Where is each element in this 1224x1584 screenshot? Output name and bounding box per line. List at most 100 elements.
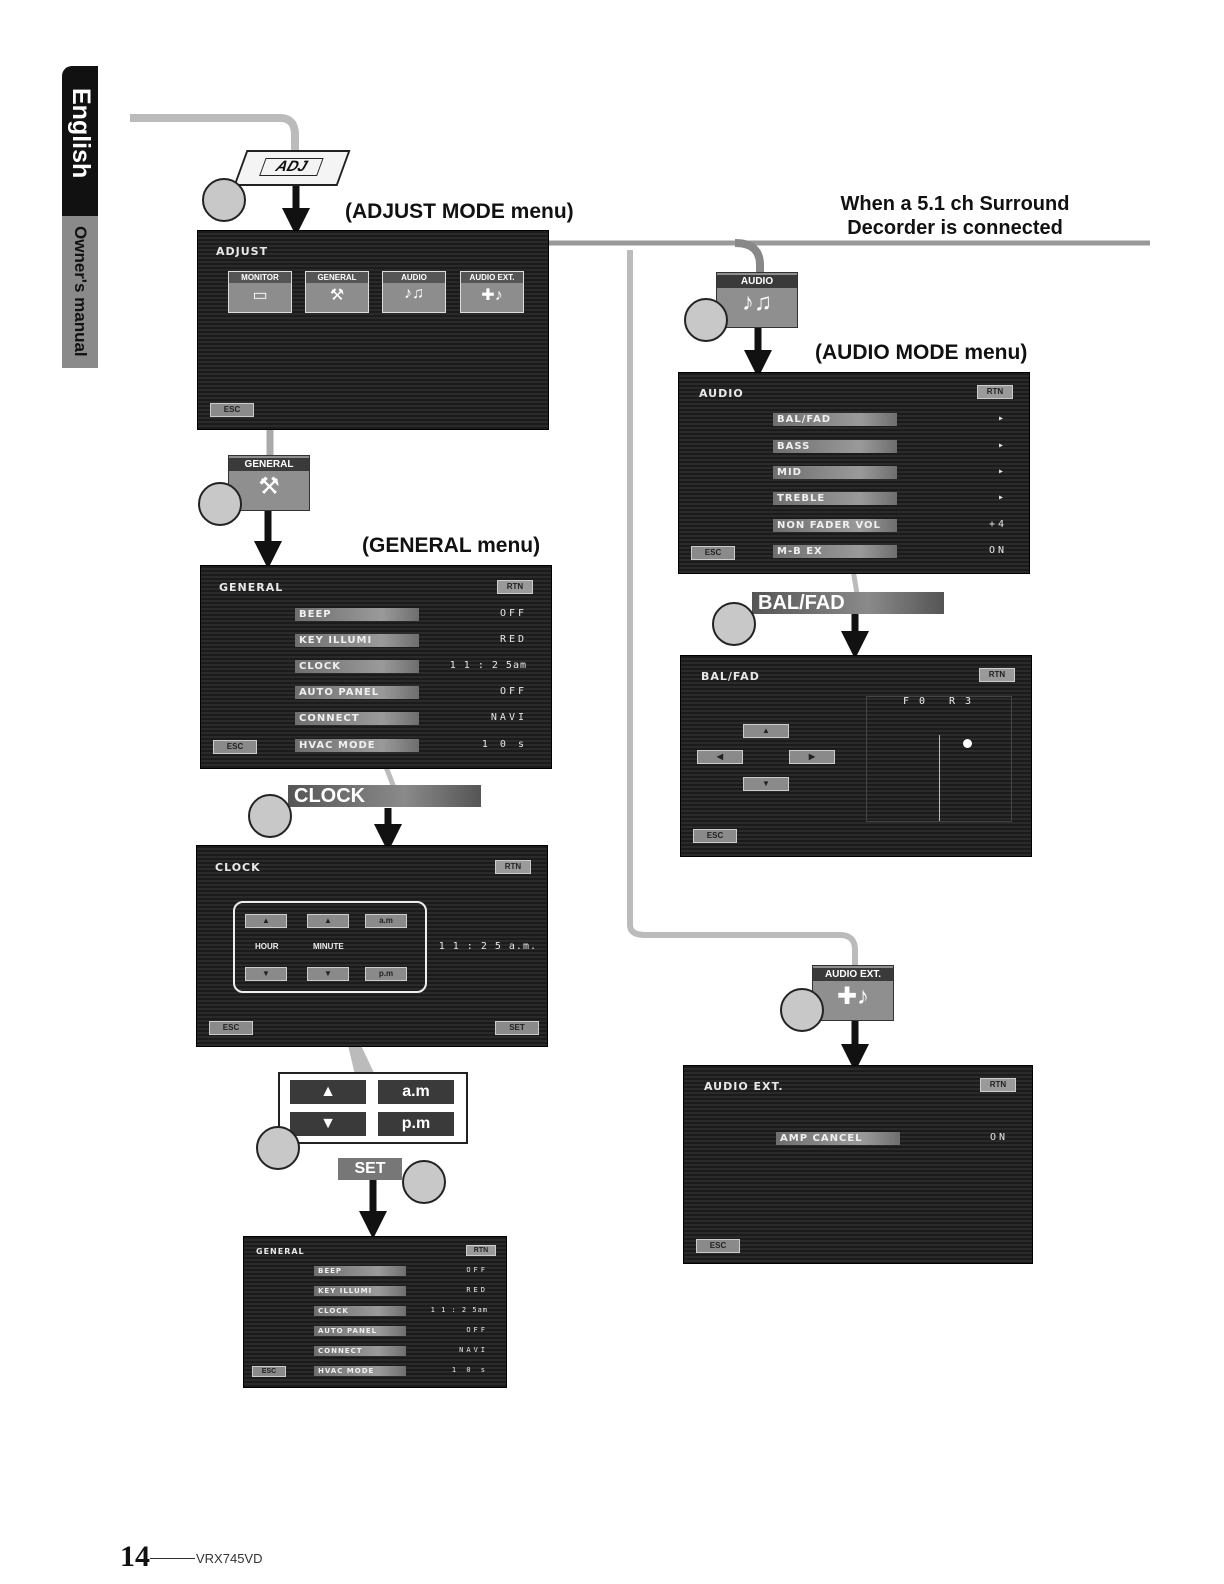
up-button[interactable]: ▲ (743, 724, 789, 738)
hand-icon (198, 482, 242, 526)
pm-button[interactable]: p.m (365, 967, 407, 981)
menu-item-hvac-mode[interactable]: HVAC MODE (295, 739, 419, 752)
menu-item-auto-panel[interactable]: AUTO PANEL (314, 1326, 406, 1336)
language-tab: English Owner's manual (62, 66, 98, 368)
menu-value: OFF (466, 1326, 488, 1334)
menu-item-amp-cancel[interactable]: AMP CANCEL (776, 1132, 900, 1145)
audio-ext-button[interactable]: AUDIO EXT. ✚♪ (812, 965, 894, 1021)
menu-item-clock[interactable]: CLOCK (295, 660, 419, 673)
rtn-button[interactable]: RTN (495, 860, 531, 874)
hand-icon (402, 1160, 446, 1204)
audio-screen: AUDIO RTN BAL/FAD ▸ BASS ▸ MID ▸ TREBLE … (678, 372, 1030, 574)
audio-ext-tile[interactable]: AUDIO EXT. ✚♪ (460, 271, 524, 313)
triangle-up-icon: ▲ (262, 916, 270, 925)
am-button[interactable]: a.m (378, 1080, 454, 1104)
esc-button[interactable]: ESC (252, 1366, 286, 1377)
adj-key[interactable]: ADJ (233, 150, 351, 186)
menu-item-key-illumi[interactable]: KEY ILLUMI (295, 634, 419, 647)
left-button[interactable]: ◀ (697, 750, 743, 764)
esc-button[interactable]: ESC (691, 546, 735, 560)
menu-arrow: ▸ (997, 492, 1007, 503)
plus-music-icon: ✚♪ (836, 983, 870, 1010)
menu-item-auto-panel[interactable]: AUTO PANEL (295, 686, 419, 699)
clock-screen-title: CLOCK (215, 861, 261, 874)
right-value: R 3 (949, 696, 974, 707)
clock-screen: CLOCK RTN ▲ ▲ a.m HOUR MINUTE ▼ ▼ p.m 1 … (196, 845, 548, 1047)
rtn-button[interactable]: RTN (977, 385, 1013, 399)
monitor-tile[interactable]: MONITOR ▭ (228, 271, 292, 313)
hour-down-button[interactable]: ▼ (245, 967, 287, 981)
rtn-button[interactable]: RTN (979, 668, 1015, 682)
esc-button[interactable]: ESC (696, 1239, 740, 1253)
bal-fad-screen: BAL/FAD RTN ▲ ◀ ▶ ▼ F 0 R 3 ESC (680, 655, 1032, 857)
triangle-up-icon: ▲ (320, 1083, 336, 1100)
right-button[interactable]: ▶ (789, 750, 835, 764)
menu-arrow: ▸ (997, 466, 1007, 477)
audio-button[interactable]: AUDIO ♪♫ (716, 272, 798, 328)
audio-tile[interactable]: AUDIO ♪♫ (382, 271, 446, 313)
monitor-icon: ▭ (252, 287, 268, 304)
tools-icon: ⚒ (258, 473, 280, 500)
menu-item-connect[interactable]: CONNECT (314, 1346, 406, 1356)
menu-item-key-illumi[interactable]: KEY ILLUMI (314, 1286, 406, 1296)
menu-item-bal-fad[interactable]: BAL/FAD (773, 413, 897, 426)
bal-fad-button[interactable]: BAL/FAD (752, 592, 944, 614)
adjust-mode-heading: (ADJUST MODE menu) (345, 200, 574, 223)
menu-value: ON (988, 545, 1007, 556)
up-button[interactable]: ▲ (290, 1080, 366, 1104)
menu-value: +4 (988, 519, 1007, 530)
esc-button[interactable]: ESC (693, 829, 737, 843)
esc-button[interactable]: ESC (213, 740, 257, 754)
triangle-down-icon: ▼ (324, 969, 332, 978)
minute-down-button[interactable]: ▼ (307, 967, 349, 981)
triangle-down-icon: ▼ (762, 779, 770, 788)
menu-value: ON (989, 1132, 1008, 1143)
menu-item-clock[interactable]: CLOCK (314, 1306, 406, 1316)
menu-item-treble[interactable]: TREBLE (773, 492, 897, 505)
hour-up-button[interactable]: ▲ (245, 914, 287, 928)
triangle-up-icon: ▲ (762, 726, 770, 735)
menu-item-non-fader-vol[interactable]: NON FADER VOL (773, 519, 897, 532)
down-button[interactable]: ▼ (743, 777, 789, 791)
minute-label: MINUTE (313, 942, 344, 951)
esc-button[interactable]: ESC (209, 1021, 253, 1035)
grid-axis (939, 735, 940, 821)
general-tile[interactable]: GENERAL ⚒ (305, 271, 369, 313)
rtn-button[interactable]: RTN (497, 580, 533, 594)
menu-value: 1 0 s (481, 739, 527, 750)
hand-icon (780, 988, 824, 1032)
menu-item-hvac-mode[interactable]: HVAC MODE (314, 1366, 406, 1376)
hour-label: HOUR (255, 942, 279, 951)
rtn-button[interactable]: RTN (980, 1078, 1016, 1092)
menu-value: RED (466, 1286, 488, 1294)
clock-button[interactable]: CLOCK (288, 785, 481, 807)
down-button[interactable]: ▼ (290, 1112, 366, 1136)
menu-value: NAVI (459, 1346, 488, 1354)
balance-fader-grid[interactable] (866, 696, 1012, 822)
rtn-button[interactable]: RTN (466, 1245, 496, 1256)
music-note-icon: ♪♫ (742, 289, 772, 316)
am-button[interactable]: a.m (365, 914, 407, 928)
esc-button[interactable]: ESC (210, 403, 254, 417)
hand-icon (712, 602, 756, 646)
hand-icon (248, 794, 292, 838)
menu-item-beep[interactable]: BEEP (295, 608, 419, 621)
clock-control-group (233, 901, 427, 993)
set-button[interactable]: SET (338, 1158, 402, 1180)
menu-item-bass[interactable]: BASS (773, 440, 897, 453)
menu-item-connect[interactable]: CONNECT (295, 712, 419, 725)
pm-button[interactable]: p.m (378, 1112, 454, 1136)
menu-item-m-b-ex[interactable]: M-B EX (773, 545, 897, 558)
menu-value: NAVI (490, 712, 527, 723)
menu-value: OFF (466, 1266, 488, 1274)
menu-item-beep[interactable]: BEEP (314, 1266, 406, 1276)
minute-up-button[interactable]: ▲ (307, 914, 349, 928)
menu-value: 1 1 : 2 5am (449, 660, 527, 671)
manual-label: Owner's manual (71, 226, 90, 357)
menu-arrow: ▸ (997, 413, 1007, 424)
set-button[interactable]: SET (495, 1021, 539, 1035)
menu-item-mid[interactable]: MID (773, 466, 897, 479)
audio-ext-screen: AUDIO EXT. RTN AMP CANCEL ON ESC (683, 1065, 1033, 1264)
page-number: 14 (120, 1540, 150, 1573)
triangle-right-icon: ▶ (808, 752, 816, 761)
